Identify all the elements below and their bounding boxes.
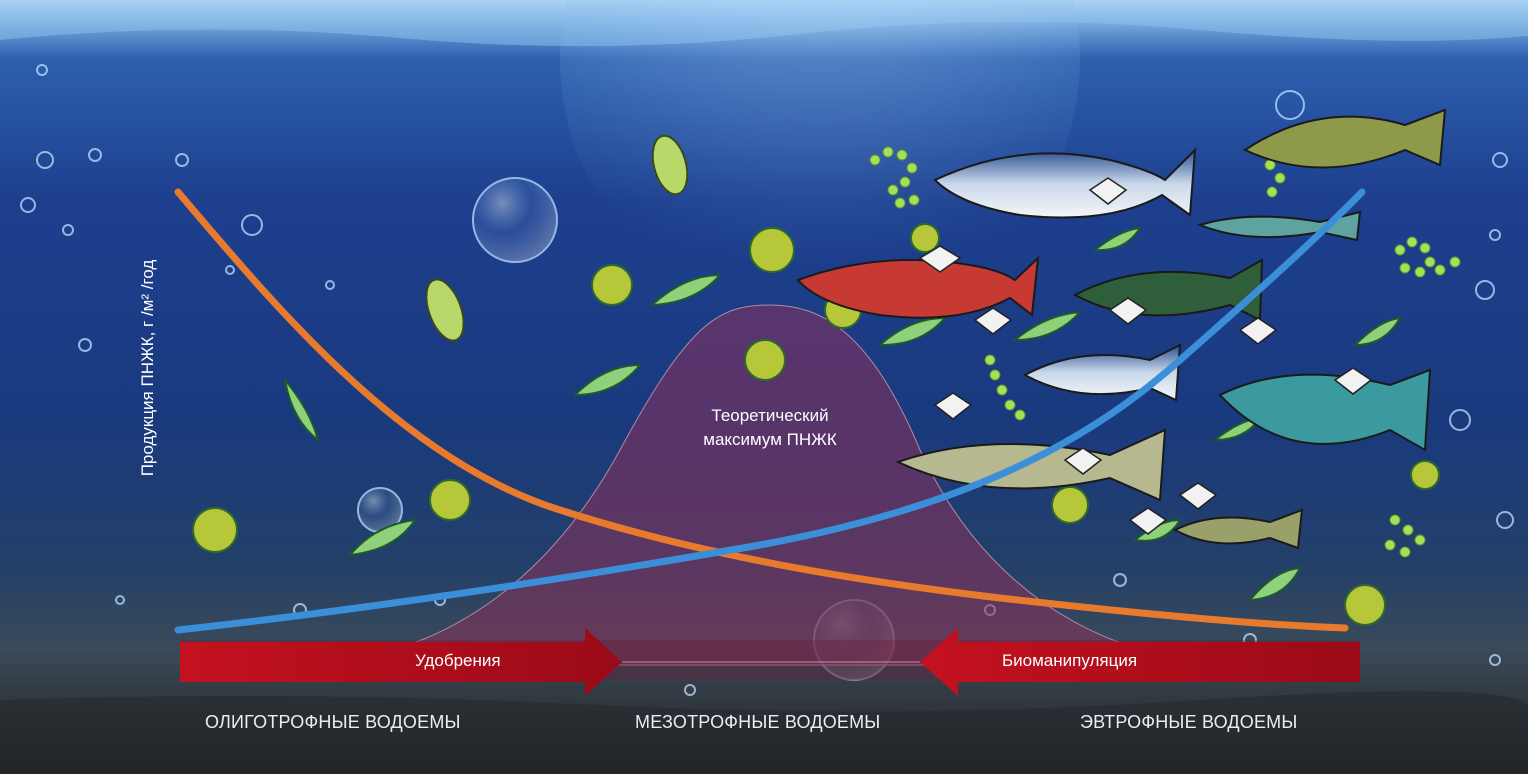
- fertilizer-label: Удобрения: [415, 651, 501, 671]
- biomanipulation-label: Биоманипуляция: [1002, 651, 1137, 671]
- zone-eutrophic: ЭВТРОФНЫЕ ВОДОЕМЫ: [1080, 712, 1298, 733]
- zone-mesotrophic: МЕЗОТРОФНЫЕ ВОДОЕМЫ: [635, 712, 880, 733]
- y-axis-label-text: Продукция ПНЖК, г /м² /год: [138, 260, 158, 477]
- zone-oligotrophic: ОЛИГОТРОФНЫЕ ВОДОЕМЫ: [205, 712, 461, 733]
- peak-label: Теоретический максимум ПНЖК: [690, 404, 850, 452]
